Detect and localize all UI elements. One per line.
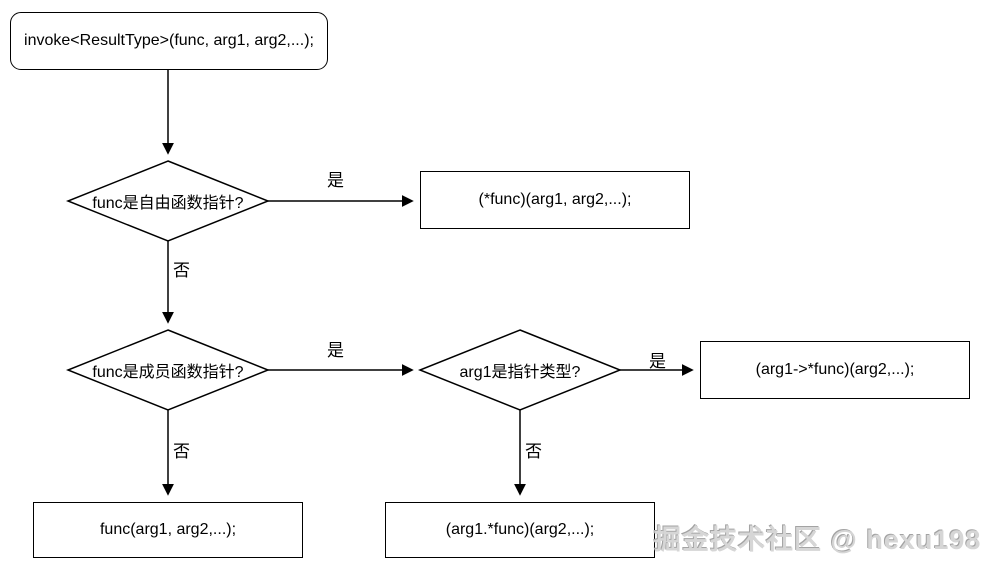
edge-label-yes-decision1: 是 (327, 171, 344, 190)
watermark: 掘金技术社区 @ hexu1985 (654, 525, 981, 555)
result-deref-call-label: (*func)(arg1, arg2,...); (478, 191, 632, 209)
result-dot-call-label: (arg1.*func)(arg2,...); (445, 521, 595, 539)
result-dot-call-node: (arg1.*func)(arg2,...); (385, 502, 655, 558)
decision-member-function-shape (65, 329, 271, 411)
start-node-label: invoke<ResultType>(func, arg1, arg2,...)… (24, 32, 314, 50)
result-plain-call-node: func(arg1, arg2,...); (33, 502, 303, 558)
edge-label-yes-decision3: 是 (649, 352, 666, 371)
result-arrow-call-label: (arg1->*func)(arg2,...); (755, 361, 915, 379)
edge-label-yes-decision2: 是 (327, 341, 344, 360)
edge-label-no-decision3: 否 (525, 442, 542, 461)
result-deref-call-node: (*func)(arg1, arg2,...); (420, 171, 690, 229)
decision-pointer-type-shape (417, 329, 623, 411)
edge-label-no-decision2: 否 (173, 442, 190, 461)
edge-label-no-decision1: 否 (173, 261, 190, 280)
result-plain-call-label: func(arg1, arg2,...); (99, 521, 237, 539)
start-node: invoke<ResultType>(func, arg1, arg2,...)… (10, 12, 328, 70)
result-arrow-call-node: (arg1->*func)(arg2,...); (700, 341, 970, 399)
decision-free-function-shape (65, 160, 271, 242)
